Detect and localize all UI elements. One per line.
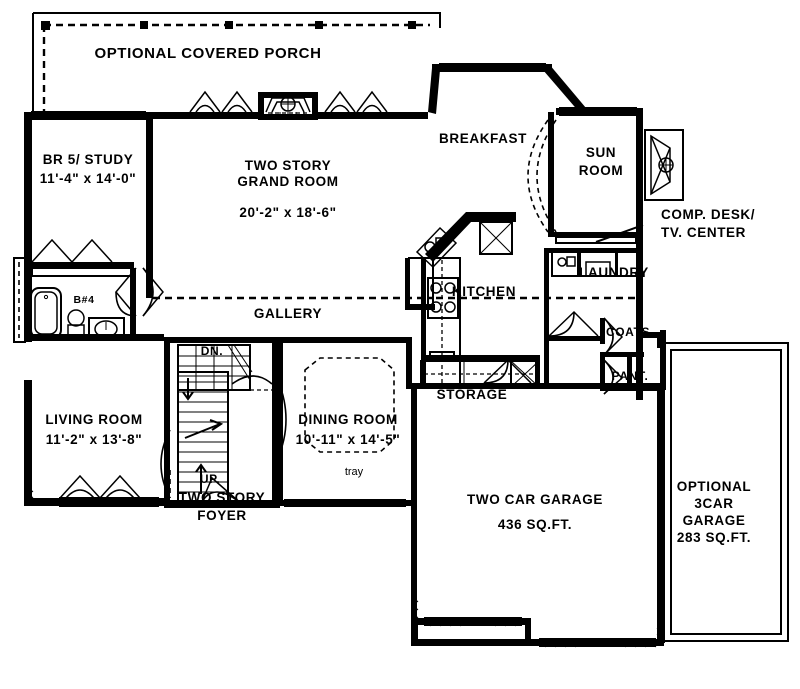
room-label-two-car-garage: TWO CAR GARAGE <box>467 492 603 507</box>
label-comp-desk-line1: COMP. DESK/ <box>661 207 756 222</box>
room-label-foyer-line1: TWO STORY <box>178 490 266 505</box>
garage-house-connection <box>636 330 666 391</box>
range-and-partition <box>421 257 532 388</box>
room-dims-living-room: 11'-2" x 13'-8" <box>45 432 143 447</box>
exterior-walls <box>24 64 666 504</box>
sun-room-detail <box>527 112 684 233</box>
room-label-optional-covered-porch: OPTIONAL COVERED PORCH <box>94 45 322 62</box>
area-3car-garage: 283 SQ.FT. <box>676 530 752 545</box>
room-label-3car-garage-line2: 3CAR <box>694 496 734 511</box>
room-label-sun-room-line2: ROOM <box>578 163 624 178</box>
windows-top <box>439 63 637 116</box>
room-dims-br5-study: 11'-4" x 14'-0" <box>39 171 137 186</box>
area-two-car-garage: 436 SQ.FT. <box>497 517 573 532</box>
grand-room-front-features <box>189 90 388 120</box>
room-label-laundry: LAUNDRY <box>579 265 649 280</box>
stair-label-down: DN. <box>200 344 224 358</box>
room-label-bath-4: B#4 <box>73 294 95 306</box>
room-label-3car-garage-line3: GARAGE <box>682 513 746 528</box>
room-dims-grand-room: 20'-2" x 18'-6" <box>239 205 337 220</box>
room-label-kitchen: KITCHEN <box>451 284 517 299</box>
room-label-3car-garage-line1: OPTIONAL <box>676 479 752 494</box>
optional-3car-garage-walls <box>656 336 789 643</box>
foyer-stairs <box>164 337 280 508</box>
study-bath-walls <box>13 238 164 343</box>
room-label-dining-room: DINING ROOM <box>298 412 398 427</box>
room-label-foyer-line2: FOYER <box>197 508 247 523</box>
room-label-br5-study: BR 5/ STUDY <box>42 152 134 167</box>
room-label-coats: COATS <box>605 325 651 339</box>
stair-label-up: UP. <box>199 472 221 486</box>
room-label-gallery: GALLERY <box>253 306 323 321</box>
room-label-storage: STORAGE <box>436 387 508 402</box>
room-label-grand-room-line1: TWO STORY <box>244 158 332 173</box>
room-label-sun-room-line1: SUN <box>585 145 617 160</box>
room-label-living-room: LIVING ROOM <box>45 412 143 427</box>
comp-desk-leader <box>548 224 644 244</box>
porch-outline <box>32 12 441 112</box>
room-label-breakfast: BREAKFAST <box>439 131 527 146</box>
room-label-pantry: PANT. <box>611 369 649 383</box>
two-car-garage-walls <box>411 383 664 648</box>
laundry-fixtures <box>544 248 638 388</box>
label-comp-desk-line2: TV. CENTER <box>661 225 747 240</box>
dining-room-tray-note: tray <box>344 466 364 478</box>
room-label-grand-room-line2: GRAND ROOM <box>237 174 339 189</box>
room-dims-dining-room: 10'-11" x 14'-5" <box>295 432 401 447</box>
